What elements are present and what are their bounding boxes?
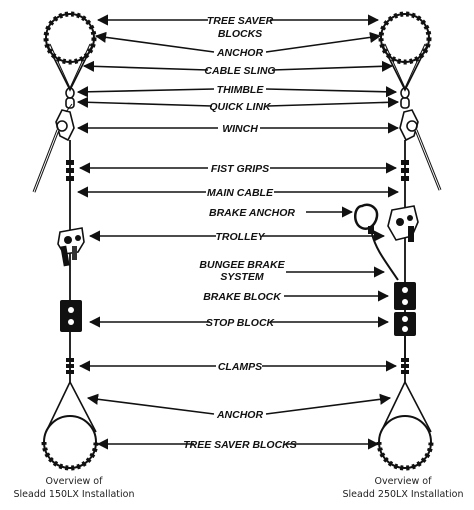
caption-right-line-1: Overview of	[375, 476, 433, 487]
arrow-cable-sling-left	[82, 60, 209, 72]
left-installation	[32, 11, 99, 471]
right-clamp-1	[401, 358, 409, 362]
right-bungee-brake-system	[371, 233, 399, 281]
label-cable-sling: CABLE SLING	[204, 65, 275, 77]
label-anchor-bottom: ANCHOR	[216, 409, 263, 421]
left-winch	[32, 103, 75, 193]
left-trolley	[57, 227, 85, 267]
left-bottom-tree-saver-blocks	[41, 441, 99, 471]
left-cable-sling	[47, 45, 93, 92]
arrow-thimble-left	[76, 86, 215, 98]
label-fist-grips: FIST GRIPS	[211, 163, 269, 175]
left-clamp-3	[66, 370, 74, 374]
label-clamps: CLAMPS	[218, 361, 262, 373]
label-anchor-top: ANCHOR	[216, 47, 263, 59]
left-top-tree-saver-blocks	[43, 11, 97, 65]
right-cable-sling	[382, 45, 428, 92]
right-bottom-sling	[380, 381, 432, 433]
left-fist-grip-2	[66, 168, 74, 173]
left-clamp-2	[66, 364, 74, 368]
right-winch	[399, 109, 442, 191]
label-thimble: THIMBLE	[217, 84, 265, 96]
right-stop-block	[394, 312, 416, 336]
label-main-cable: MAIN CABLE	[207, 187, 274, 199]
arrow-anchor-top-right	[265, 31, 382, 53]
arrow-quick-link-left	[76, 96, 213, 108]
label-tree-saver-bottom: TREE SAVER BLOCKS	[183, 439, 297, 451]
arrow-anchor-bottom-left	[86, 393, 215, 415]
left-quick-link	[65, 97, 75, 109]
left-stop-block	[60, 300, 82, 332]
right-clamp-3	[401, 370, 409, 374]
label-brake-block: BRAKE BLOCK	[203, 291, 282, 303]
arrow-anchor-bottom-right	[265, 393, 392, 415]
label-tree-saver-top-1: TREE SAVER	[207, 15, 274, 27]
arrow-thimble-right	[265, 86, 398, 98]
callout-labels: TREE SAVER BLOCKS ANCHOR CABLE SLING THI…	[183, 15, 297, 451]
right-fist-grip-2	[401, 168, 409, 173]
right-clamp-2	[401, 364, 409, 368]
arrow-anchor-top-left	[94, 31, 215, 53]
right-fist-grip-1	[401, 160, 409, 165]
left-bottom-sling	[45, 381, 97, 433]
label-winch: WINCH	[222, 123, 258, 135]
right-quick-link	[400, 97, 410, 109]
caption-right-line-2: Sleadd 250LX Installation	[343, 489, 464, 500]
right-brake-anchor	[354, 203, 379, 234]
right-installation	[354, 11, 442, 471]
right-fist-grip-3	[401, 176, 409, 181]
arrow-cable-sling-right	[271, 60, 394, 72]
label-tree-saver-top-2: BLOCKS	[218, 28, 262, 40]
label-bungee-2: SYSTEM	[220, 271, 263, 283]
label-brake-anchor: BRAKE ANCHOR	[209, 207, 295, 219]
callout-arrows	[76, 14, 400, 450]
left-clamp-1	[66, 358, 74, 362]
label-trolley: TROLLEY	[216, 231, 266, 243]
label-bungee-1: BUNGEE BRAKE	[199, 259, 285, 271]
right-brake-block	[394, 282, 416, 310]
arrow-quick-link-right	[267, 96, 400, 108]
caption-left-line-2: Sleadd 150LX Installation	[14, 489, 135, 500]
left-fist-grip-3	[66, 176, 74, 181]
label-stop-block: STOP BLOCK	[206, 317, 276, 329]
caption-left-line-1: Overview of	[46, 476, 104, 487]
right-bottom-tree-saver-blocks	[376, 441, 434, 471]
captions: Overview of Sleadd 150LX Installation Ov…	[14, 476, 464, 500]
left-fist-grip-1	[66, 160, 74, 165]
right-trolley	[387, 205, 419, 242]
label-quick-link: QUICK LINK	[209, 101, 272, 113]
